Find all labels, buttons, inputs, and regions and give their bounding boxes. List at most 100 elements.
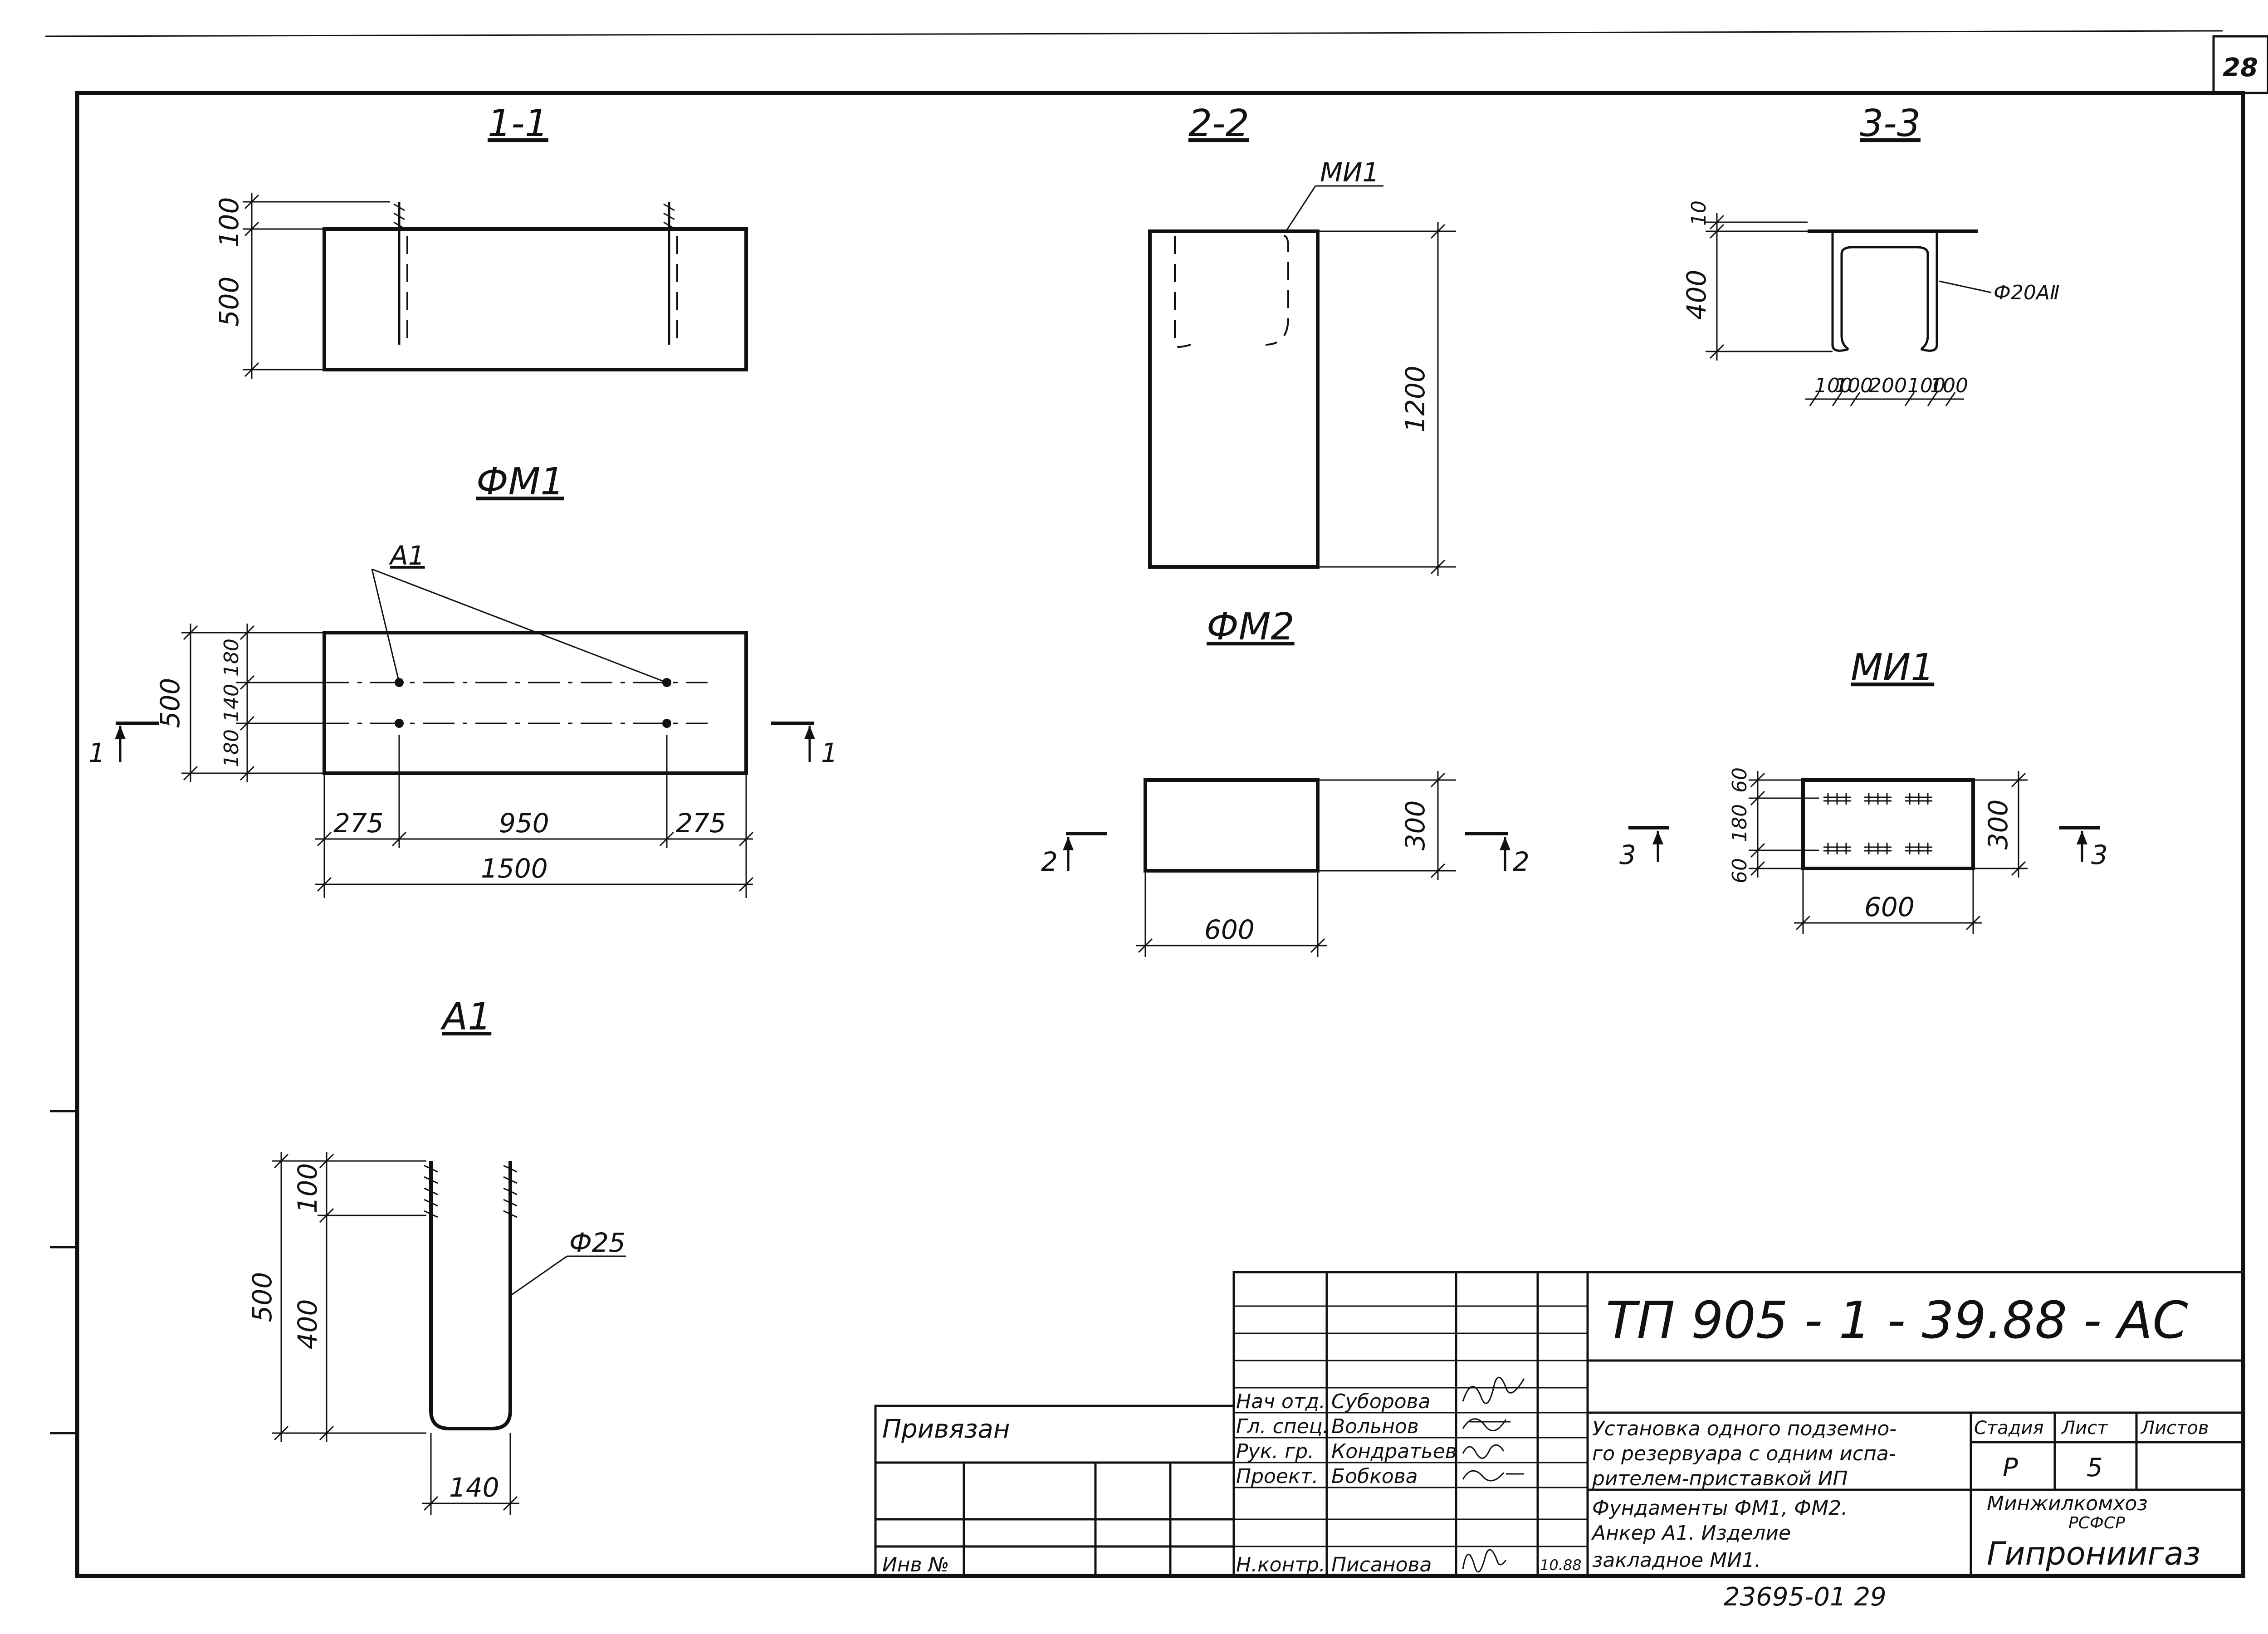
dim-fm2-height: 300 bbox=[1400, 800, 1431, 851]
signature-mark bbox=[1462, 1444, 1505, 1459]
dim-fm1-h3: 180 bbox=[220, 729, 243, 767]
plan-fm1-title: ФМ1 bbox=[476, 460, 564, 503]
dim-ticks bbox=[274, 1153, 334, 1441]
dim-ticks bbox=[1138, 938, 1325, 953]
dim-mi1-width: 600 bbox=[1864, 892, 1915, 922]
inv-label: Инв № bbox=[882, 1553, 949, 1576]
callout-leader bbox=[371, 569, 400, 683]
dim-a1-total: 500 bbox=[247, 1272, 278, 1322]
signer-name-1: Суборова bbox=[1331, 1390, 1431, 1413]
plan-fm1-section-left: 1 bbox=[88, 737, 105, 768]
section-mark-arrowhead bbox=[804, 726, 815, 739]
dim-mi1-v1: 60 bbox=[1728, 767, 1751, 793]
signer-name-5: Писанова bbox=[1331, 1553, 1432, 1576]
plan-fm2-section-right: 2 bbox=[1513, 846, 1530, 877]
embedded-rod-hidden bbox=[1174, 235, 1289, 348]
bound-label: Привязан bbox=[882, 1415, 1010, 1444]
dim-3-3-b3: 200 bbox=[1869, 374, 1907, 397]
dim-fm1-w3: 275 bbox=[676, 808, 726, 839]
dim-3-3-b2: 100 bbox=[1835, 374, 1873, 397]
plan-mi1-section-right: 3 bbox=[2091, 839, 2108, 870]
dim-mi1-v3: 60 bbox=[1728, 858, 1751, 883]
sheet-title-line-2: Анкер А1. Изделие bbox=[1591, 1522, 1791, 1545]
callout-leader bbox=[1285, 185, 1316, 232]
section-3-3-title: 3-3 bbox=[1860, 102, 1921, 145]
section-mark-arrowhead bbox=[1500, 837, 1510, 850]
weld-marks-top bbox=[1823, 793, 1932, 805]
sheets-label: Листов bbox=[2140, 1418, 2209, 1439]
sheet-value: 5 bbox=[2087, 1453, 2103, 1483]
signer-name-3: Кондратьев bbox=[1331, 1440, 1457, 1463]
title-block: Привязан Инв № Нач отд. Суборова Гл. спе… bbox=[874, 1271, 2244, 1577]
anchor-point bbox=[662, 719, 671, 728]
section-mark-arrowhead bbox=[1063, 837, 1074, 850]
project-title-line-2: го резервуара с одним испа- bbox=[1592, 1442, 1896, 1465]
corner-number-box bbox=[2212, 35, 2268, 94]
plan-mi1: МИ1 60 180 60 300 600 3 3 bbox=[1619, 646, 2108, 934]
dim-3-3-b5: 100 bbox=[1930, 374, 1968, 397]
plan-fm1-callout: А1 bbox=[388, 540, 425, 571]
signer-role-3: Рук. гр. bbox=[1236, 1440, 1314, 1463]
anchor-a1: А1 Ф25 500 100 400 140 bbox=[247, 995, 626, 1515]
dim-a1-top: 100 bbox=[292, 1163, 323, 1214]
dim-ticks bbox=[1430, 772, 1446, 878]
signer-role-4: Проект. bbox=[1236, 1465, 1318, 1488]
anchor-a1-title: А1 bbox=[440, 995, 491, 1039]
anchor-point bbox=[395, 719, 404, 728]
signature-mark bbox=[1462, 1470, 1524, 1482]
dim-fm1-total-h: 500 bbox=[155, 678, 186, 728]
signer-role-2: Гл. спец. bbox=[1236, 1415, 1329, 1438]
anchor-point bbox=[395, 678, 404, 687]
dim-fm1-h2: 140 bbox=[220, 684, 243, 722]
section-2-2-title: 2-2 bbox=[1188, 102, 1249, 145]
section-2-2-callout: МИ1 bbox=[1320, 157, 1379, 188]
anchor-point bbox=[662, 678, 671, 687]
dim-a1-straight: 400 bbox=[292, 1299, 323, 1350]
corner-number: 28 bbox=[2223, 53, 2258, 83]
plan-mi1-title: МИ1 bbox=[1851, 646, 1934, 689]
org-line-1: Минжилкомхоз bbox=[1987, 1492, 2148, 1515]
dim-fm1-w1: 275 bbox=[333, 808, 384, 839]
dim-3-3-height: 400 bbox=[1681, 270, 1712, 320]
section-mark-arrowhead bbox=[115, 726, 126, 739]
dim-ticks bbox=[317, 831, 754, 892]
project-title-line-3: рителем-приставкой ИП bbox=[1592, 1467, 1848, 1490]
plan-fm2-section-left: 2 bbox=[1041, 846, 1058, 877]
signer-role-1: Нач отд. bbox=[1236, 1390, 1325, 1413]
binding-line bbox=[45, 30, 2223, 37]
dim-ticks bbox=[1809, 392, 1956, 406]
mi1-rod-section bbox=[1831, 232, 1938, 352]
signer-name-2: Вольнов bbox=[1331, 1415, 1419, 1438]
org-name: Гипрониигаз bbox=[1987, 1535, 2200, 1572]
anchor-u-bar bbox=[429, 1161, 512, 1430]
dim-ticks bbox=[1709, 215, 1725, 359]
dim-ticks bbox=[1750, 772, 1765, 876]
anchor-a1-callout: Ф25 bbox=[569, 1227, 626, 1258]
plan-fm1-section-right: 1 bbox=[821, 737, 838, 768]
plan-fm2: ФМ2 300 600 2 2 bbox=[1041, 605, 1530, 957]
section-3-3: 3-3 Ф20АⅡ 10 400 100 100 200 100 100 bbox=[1681, 102, 2060, 406]
sign-date: 10.88 bbox=[1540, 1556, 1582, 1574]
dim-a1-width: 140 bbox=[449, 1472, 499, 1503]
anchor-thread bbox=[424, 1165, 518, 1218]
dim-ticks bbox=[423, 1496, 518, 1511]
signature-mark bbox=[1462, 1549, 1507, 1573]
doc-code: ТП 905 - 1 - 39.88 - АС bbox=[1606, 1291, 2188, 1350]
dim-mi1-v2: 180 bbox=[1728, 804, 1751, 842]
plan-fm1-outline bbox=[323, 631, 748, 775]
signature-mark bbox=[1462, 1418, 1510, 1431]
plan-fm1: ФМ1 А1 500 180 140 180 1 1 bbox=[88, 460, 838, 898]
section-1-1: 1-1 100 500 bbox=[214, 102, 748, 379]
footer-number: 23695-01 29 bbox=[1724, 1582, 1887, 1612]
dim-ticks bbox=[1795, 915, 1981, 931]
dim-2-2-height: 1200 bbox=[1400, 366, 1431, 433]
stage-value: Р bbox=[2003, 1453, 2018, 1483]
dim-fm1-h1: 180 bbox=[220, 639, 243, 677]
dim-1-1-top: 100 bbox=[214, 197, 244, 248]
dim-ticks bbox=[2011, 772, 2026, 876]
dim-3-3-b4: 100 bbox=[1907, 374, 1945, 397]
drawing-frame bbox=[75, 91, 2245, 1578]
dim-ticks bbox=[183, 625, 255, 781]
callout-leader bbox=[1939, 280, 1992, 293]
